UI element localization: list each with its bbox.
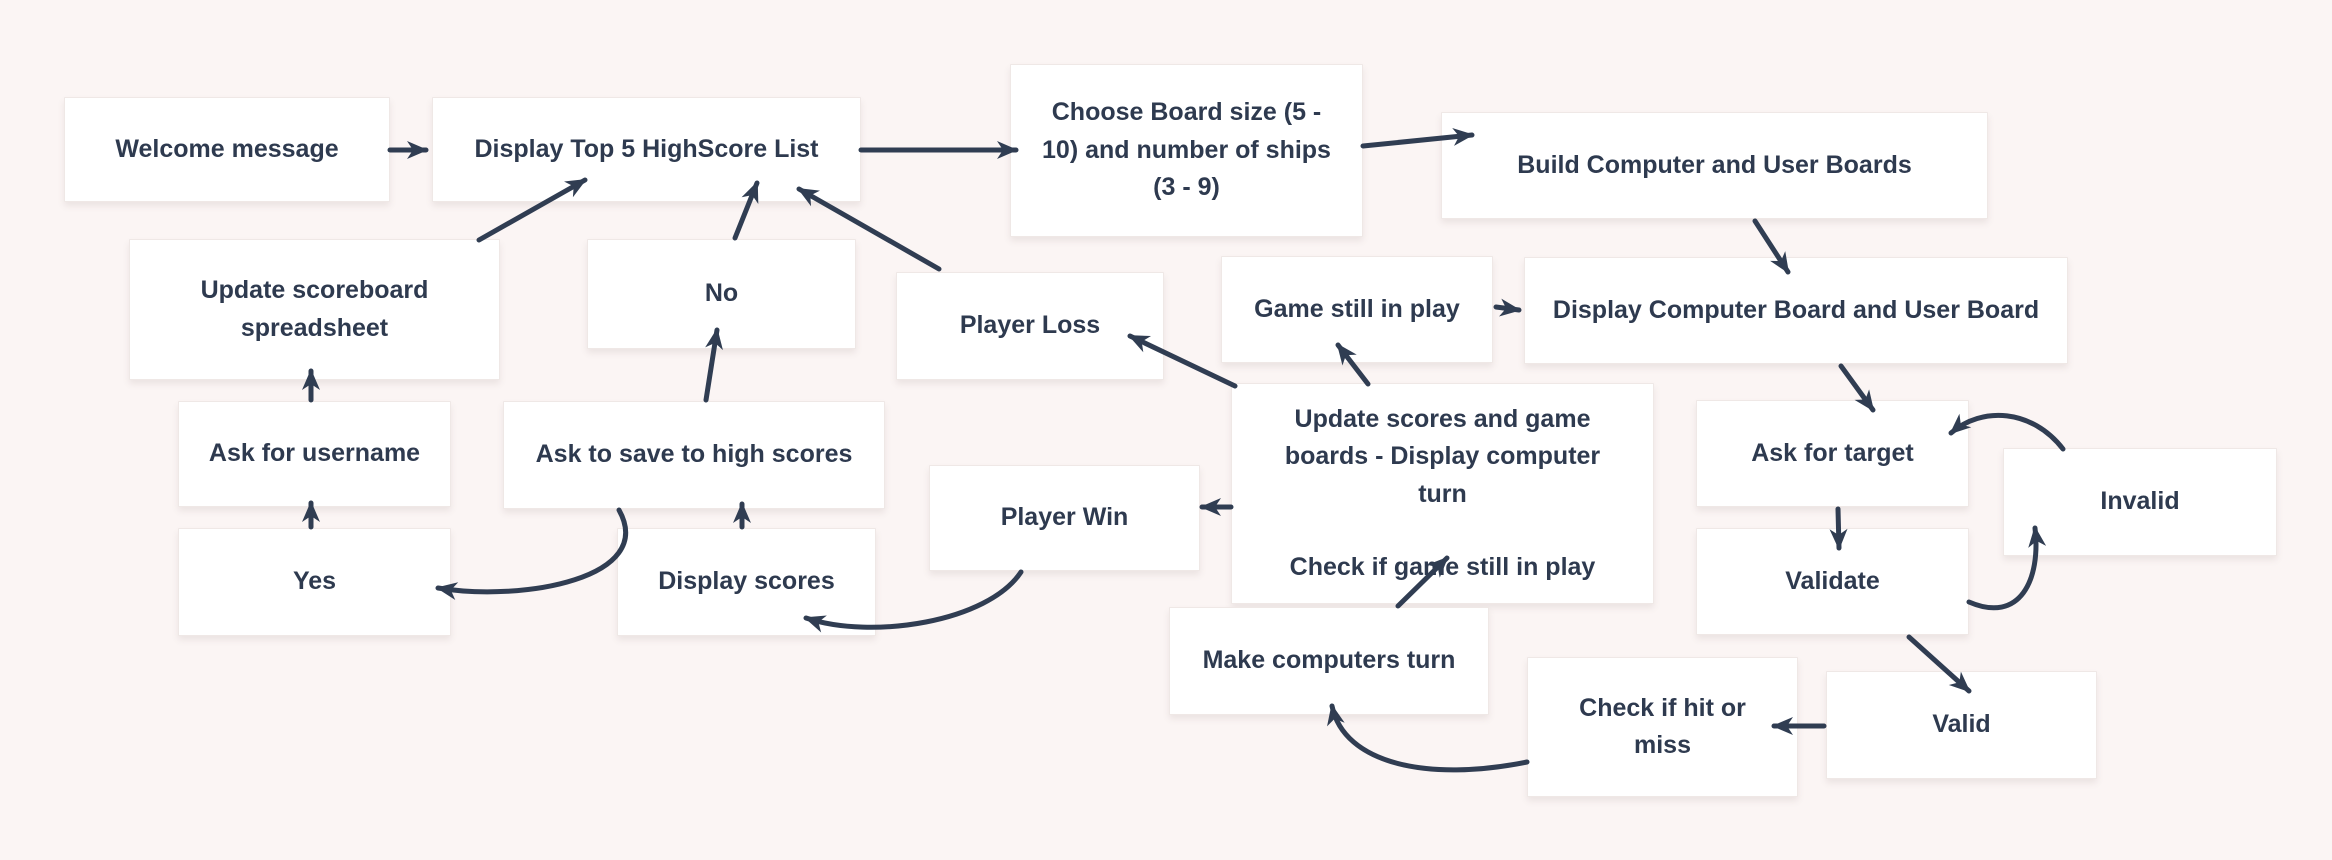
flow-node-player-win[interactable]: Player Win <box>929 465 1200 571</box>
flow-node-display-boards[interactable]: Display Computer Board and User Board <box>1524 257 2068 364</box>
flow-node-label: Build Computer and User Boards <box>1517 150 1912 179</box>
flow-node-build-boards[interactable]: Build Computer and User Boards <box>1441 112 1988 219</box>
flow-node-update-scores[interactable]: Update scores and game boards - Display … <box>1231 383 1654 604</box>
flow-node-label: Make computers turn <box>1202 646 1456 675</box>
flow-node-valid[interactable]: Valid <box>1826 671 2097 779</box>
flow-node-label: Update scores and game boards - Display … <box>1284 404 1601 508</box>
flow-node-label: Game still in play <box>1254 294 1460 323</box>
flow-node-update-scoreboard[interactable]: Update scoreboard spreadsheet <box>129 239 500 380</box>
flow-node-player-loss[interactable]: Player Loss <box>896 272 1164 380</box>
flow-node-label: Display Computer Board and User Board <box>1552 295 2040 324</box>
flow-node-label: Player Loss <box>959 311 1101 340</box>
flow-node-label: Display scores <box>658 567 835 596</box>
flow-node-label: Display Top 5 HighScore List <box>474 134 819 163</box>
connector-game-still-to-display-boards[interactable] <box>1493 298 1522 317</box>
flow-node-label-secondary: Check if game still in play <box>1289 553 1596 581</box>
flow-node-ask-target[interactable]: Ask for target <box>1696 400 1969 507</box>
flow-node-label: Validate <box>1785 566 1880 595</box>
flow-node-invalid[interactable]: Invalid <box>2003 448 2277 556</box>
flow-node-make-computers[interactable]: Make computers turn <box>1169 607 1489 715</box>
flow-node-ask-save[interactable]: Ask to save to high scores <box>503 401 885 509</box>
flow-node-label: Ask for target <box>1751 438 1914 467</box>
connector-check-hit-to-make-computers[interactable] <box>1327 703 1530 773</box>
flow-node-ask-username[interactable]: Ask for username <box>178 401 451 507</box>
flow-node-label: Valid <box>1932 710 1991 739</box>
flow-node-label: Yes <box>292 567 337 596</box>
flow-node-label: Ask for username <box>208 439 421 468</box>
flow-node-label: Update scoreboard spreadsheet <box>200 276 429 342</box>
flow-node-welcome[interactable]: Welcome message <box>64 97 390 202</box>
flow-node-label: Check if hit or miss <box>1579 693 1746 760</box>
flow-node-choose-board[interactable]: Choose Board size (5 - 10) and number of… <box>1010 64 1363 237</box>
connector-ask-save-to-yes[interactable] <box>435 507 629 600</box>
flow-node-display-scores[interactable]: Display scores <box>617 528 876 636</box>
flow-node-label: Player Win <box>1000 503 1129 532</box>
flow-node-label: No <box>704 279 739 308</box>
flow-node-no[interactable]: No <box>587 239 856 349</box>
flow-node-label: Invalid <box>2100 487 2180 516</box>
flow-node-check-hit[interactable]: Check if hit or miss <box>1527 657 1798 797</box>
flow-node-yes[interactable]: Yes <box>178 528 451 636</box>
flow-node-label: Welcome message <box>115 134 339 163</box>
flow-node-label: Ask to save to high scores <box>535 440 853 469</box>
flow-node-validate[interactable]: Validate <box>1696 528 1969 635</box>
flow-node-display-top5[interactable]: Display Top 5 HighScore List <box>432 97 861 202</box>
flow-node-game-still[interactable]: Game still in play <box>1221 256 1493 363</box>
flow-node-label: Choose Board size (5 - 10) and number of… <box>1042 98 1331 202</box>
